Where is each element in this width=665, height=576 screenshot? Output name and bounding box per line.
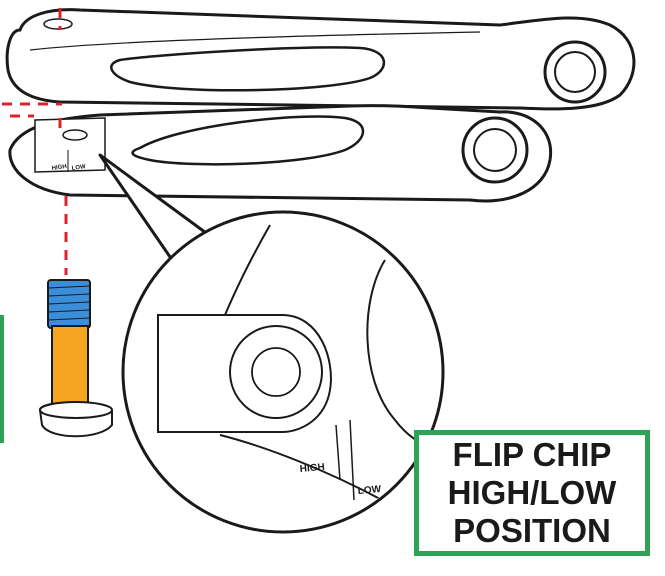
left-edge-bar (0, 315, 4, 443)
flip-chip-bolt (38, 279, 113, 438)
callout-line-2: HIGH/LOW (447, 474, 617, 511)
zoom-low-label: LOW (357, 484, 382, 497)
flip-chip-callout: FLIP CHIP HIGH/LOW POSITION (414, 430, 650, 556)
zoom-high-label: HIGH (299, 462, 325, 475)
lower-link-arm: HIGH LOW (8, 104, 553, 203)
upper-link-arm (5, 8, 636, 111)
alignment-guide-lines (2, 8, 68, 275)
zoom-detail-circle: HIGH LOW (121, 210, 445, 534)
callout-line-1: FLIP CHIP (452, 436, 612, 473)
arm-high-label: HIGH (51, 164, 67, 172)
arm-low-label: LOW (71, 164, 86, 172)
callout-line-3: POSITION (453, 512, 611, 549)
